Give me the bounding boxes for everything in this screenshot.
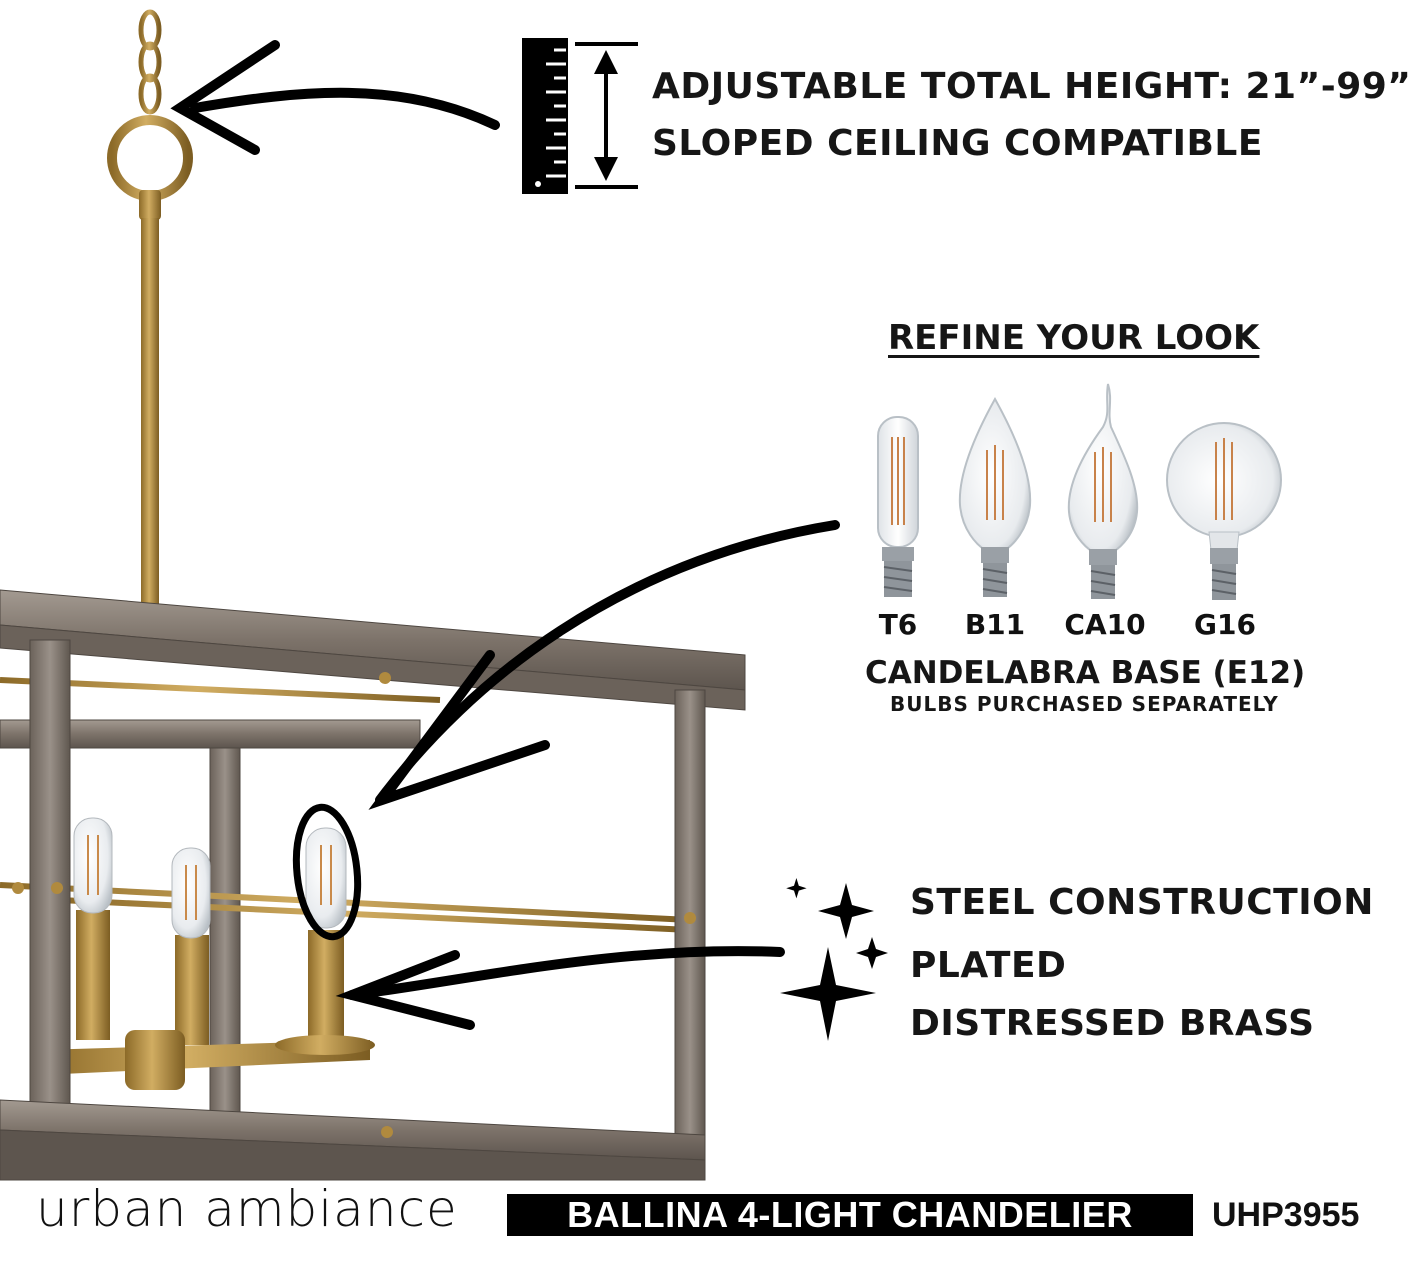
front-frame	[0, 589, 746, 1181]
bulb-label-g16: G16	[1194, 608, 1256, 641]
bulbs-sold-separately-note: BULBS PURCHASED SEPARATELY	[890, 692, 1279, 716]
height-line-1: ADJUSTABLE TOTAL HEIGHT: 21”-99”	[652, 66, 1411, 107]
bulb-label-b11: B11	[964, 608, 1026, 641]
chain	[138, 9, 162, 115]
hanging-ring	[107, 115, 193, 201]
bulb-label-t6: T6	[878, 608, 918, 641]
feature-distressed-brass: DISTRESSED BRASS	[910, 1003, 1315, 1044]
product-title: BALLINA 4-LIGHT CHANDELIER	[567, 1194, 1133, 1235]
feature-steel-construction: STEEL CONSTRUCTION	[910, 882, 1374, 923]
refine-title: REFINE YOUR LOOK	[888, 318, 1260, 358]
bulb-circle-mark	[292, 803, 362, 941]
ruler-icon	[522, 38, 638, 194]
t6-bulb-icon	[877, 416, 919, 597]
brand-logo: urban ambiance	[36, 1180, 458, 1238]
bulb-label-ca10: CA10	[1064, 608, 1146, 641]
ca10-bulb-icon	[1067, 383, 1139, 599]
callout-arrows	[170, 40, 840, 1030]
downrod	[141, 218, 159, 618]
product-sku: UHP3955	[1212, 1196, 1360, 1234]
candles	[40, 817, 375, 1090]
sparkle-icon	[780, 878, 888, 1041]
height-line-2: SLOPED CEILING COMPATIBLE	[652, 123, 1263, 164]
feature-plated: PLATED	[910, 945, 1067, 986]
candelabra-base-text: CANDELABRA BASE (E12)	[865, 655, 1306, 691]
b11-bulb-icon	[958, 396, 1032, 597]
product-title-bar: BALLINA 4-LIGHT CHANDELIER	[507, 1194, 1193, 1236]
g16-bulb-icon	[1166, 422, 1282, 600]
